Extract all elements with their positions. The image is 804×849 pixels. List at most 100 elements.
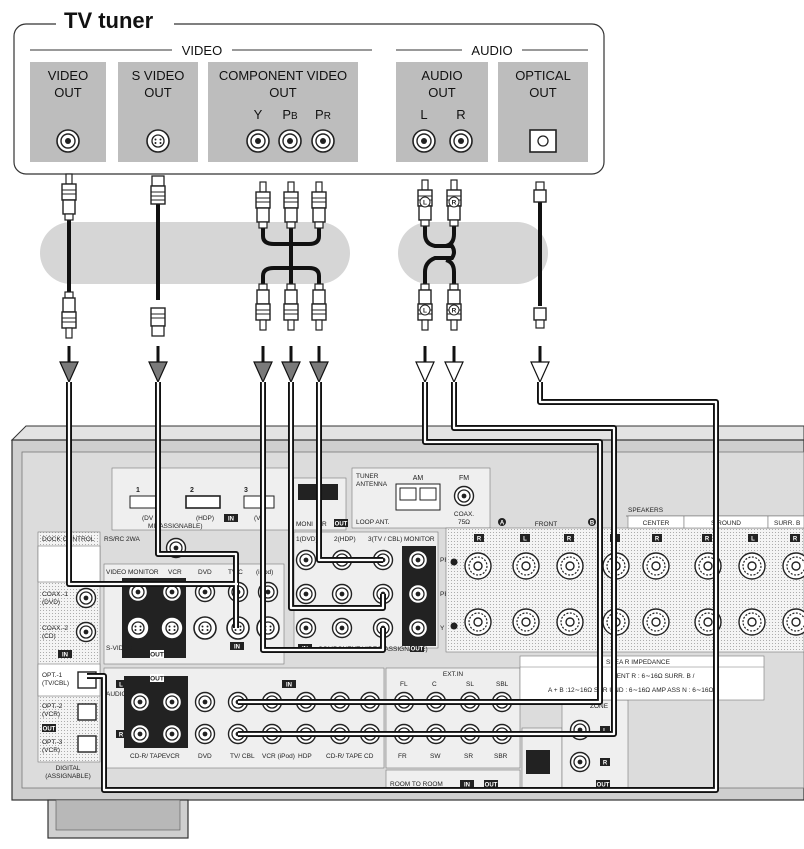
hdp-audio-label: HDP — [298, 753, 312, 760]
audio-r-badge: R — [119, 733, 124, 739]
plug-badge-l-top: L — [419, 196, 431, 208]
audio-l-jack — [412, 129, 436, 153]
opt3-sub: (VCR) — [42, 747, 60, 754]
front-b-badge: B — [590, 521, 595, 527]
sbr-label: SBR — [494, 753, 508, 760]
speakers-label: SPEAKERS — [628, 507, 664, 514]
impedance-block: SPEA R IMPEDANCE CENT R : 6∼16Ω SURR. B … — [519, 655, 765, 701]
ohm75-label: 75Ω — [458, 519, 470, 526]
component-pr-label: PR — [315, 107, 331, 122]
center-label: CENTER — [643, 520, 670, 527]
audio-out-label-1: AUDIO — [421, 68, 462, 83]
tv-cbl-audio-label: TV/ CBL — [230, 753, 255, 760]
component-pb-label: PB — [282, 107, 298, 122]
zone-r-badge: R — [603, 761, 608, 767]
subwoofer-jack — [526, 750, 550, 774]
speaker-impedance-label: SPEA R IMPEDANCE — [606, 659, 671, 666]
front-a-badge: A — [500, 521, 505, 527]
video-group-label: VIDEO — [182, 43, 222, 58]
coax2-label: COAX.-2 — [42, 625, 68, 632]
svg-text:L: L — [423, 308, 427, 315]
tuner-antenna-label-1: TUNER — [356, 473, 379, 480]
tuner-title: TV tuner — [64, 8, 154, 33]
surround-l-badge: L — [751, 537, 755, 543]
sl-label: SL — [466, 681, 474, 688]
opt3-jack — [77, 735, 97, 753]
loop-ant-label: LOOP ANT. — [356, 519, 390, 526]
cdr-tape-label: CD-R/ TAPE — [130, 753, 167, 760]
vcr-ipod-audio-label: VCR (iPod) — [262, 753, 295, 760]
monitor-col-label: MONITOR — [128, 569, 159, 576]
optical-out-jack — [529, 129, 557, 153]
component-pr-jack — [311, 129, 335, 153]
plug-badge-r-top: R — [448, 196, 460, 208]
component-y-jack — [246, 129, 270, 153]
opt-out-badge: OUT — [43, 727, 56, 733]
component-out-label-2: OUT — [269, 85, 297, 100]
sbl-label: SBL — [496, 681, 509, 688]
room-in-badge: IN — [464, 783, 470, 789]
audio-r-jack — [449, 129, 473, 153]
surround-r-badge: R — [705, 537, 710, 543]
opt1-sub: (TV/CBL) — [42, 680, 69, 687]
sw-label: SW — [430, 753, 441, 760]
svideo-out-jack — [146, 129, 170, 153]
audio-l-badge: L — [119, 683, 123, 689]
opt2-sub: (VCR) — [42, 711, 60, 718]
video-out-label-2: OUT — [54, 85, 82, 100]
coax1-label: COAX.-1 — [42, 591, 68, 598]
hdmi-2-port — [185, 495, 221, 509]
front-label: FRONT — [535, 521, 557, 528]
signal-arrows — [59, 346, 550, 384]
optical-out-label-1: OPTICAL — [515, 68, 571, 83]
svideo-out-label-1: S VIDEO — [132, 68, 185, 83]
comp-1dvd-label: 1(DVD) — [296, 536, 318, 543]
audio-group-label: AUDIO — [471, 43, 512, 58]
vcr-audio-label: VCR — [166, 753, 180, 760]
comp-out-badge: OUT — [411, 647, 424, 653]
av-receiver-panel: 1 (DV 2 (HDP) 3 (V MI (ASSIGNABLE) IN MO… — [10, 425, 804, 839]
hdmi-2-label: 2 — [190, 487, 194, 494]
opt2-label: OPT.-2 — [42, 703, 63, 710]
audio-input-block: AUDIO L R OUT IN CD-R/ — [103, 667, 385, 769]
hdmi-in-badge: IN — [228, 517, 234, 523]
audio-out-box — [396, 62, 488, 162]
coax-label: COAX. — [454, 511, 474, 518]
impedance-line-1: CENT R : 6∼16Ω SURR. B / — [612, 673, 695, 680]
audio-l-label: L — [420, 107, 427, 122]
optical-out-label-2: OUT — [529, 85, 557, 100]
fr-label: FR — [398, 753, 407, 760]
audio-in-badge: IN — [286, 683, 292, 689]
fm-jack — [453, 485, 475, 507]
comp-2hdp-label: 2(HDP) — [334, 536, 356, 543]
cable-plugs: L R L R — [61, 173, 547, 339]
front-b-r-badge: R — [567, 537, 572, 543]
rs232-label: RS/RC 2WA — [104, 536, 141, 543]
coax2-sub: (CD) — [42, 633, 56, 640]
plug-badge-r-bottom: R — [448, 304, 460, 316]
video-input-block: VIDEO MONITOR VCR DVD TV/C (iPod) S-VIDE… — [103, 563, 285, 665]
fm-label: FM — [459, 475, 469, 482]
room-to-room-label: ROOM TO ROOM — [390, 781, 443, 788]
hdmi-monitor-label-2: R — [322, 521, 327, 528]
video-out-label-1: VIDEO — [48, 68, 88, 83]
opt3-label: OPT.-3 — [42, 739, 63, 746]
surr-b-label: SURR. B — [774, 520, 800, 527]
coax-in-badge: IN — [62, 653, 68, 659]
cd-audio-label: CD — [364, 753, 374, 760]
comp-3-label: 3(TV / CBL) — [368, 536, 402, 543]
hdmi-3-sub: (V — [254, 515, 261, 522]
antenna-section: TUNER ANTENNA AM FM COAX. 75Ω LOOP ANT. — [351, 467, 491, 529]
hdmi-1-sub: (DV — [142, 515, 154, 522]
audio-r-label: R — [456, 107, 465, 122]
video-in-badge: IN — [234, 645, 240, 651]
video-out-jack — [56, 129, 80, 153]
digital-label: DIGITAL — [56, 765, 81, 772]
svideo-label: S-VIDEO — [106, 645, 133, 652]
hdmi-1-port — [129, 495, 157, 509]
surround-label: S ROUND — [711, 520, 741, 527]
fl-label: FL — [400, 681, 408, 688]
cable-bands — [40, 222, 548, 284]
speakers-block: SPEAKERS FRONT A B CENTER S ROUND SURR. … — [445, 507, 804, 653]
tuner-antenna-label-2: ANTENNA — [356, 481, 388, 488]
